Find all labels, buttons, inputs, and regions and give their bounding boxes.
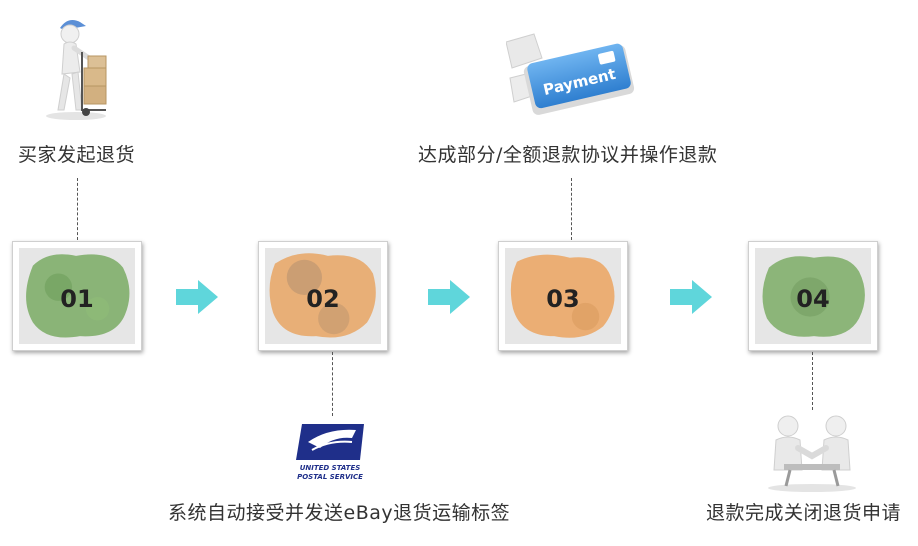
- step-1-card: 01: [12, 241, 142, 351]
- step-4-card: 04: [748, 241, 878, 351]
- step-4-number: 04: [796, 285, 830, 313]
- delivery-person-with-boxes-icon: [40, 12, 112, 122]
- arrow-right-icon: [176, 280, 218, 314]
- arrow-right-icon: [670, 280, 712, 314]
- step-4-label: 退款完成关闭退货申请: [706, 502, 902, 524]
- step-1-number: 01: [60, 285, 94, 313]
- step-2-number: 02: [306, 285, 340, 313]
- usps-logo-icon: UNITED STATES POSTAL SERVICE: [294, 420, 366, 486]
- orange-watercolor-blot: [510, 254, 615, 338]
- orange-watercolor-blot: [269, 253, 376, 338]
- step-3-connector: [571, 178, 572, 240]
- step-1-label: 买家发起退货: [18, 144, 136, 166]
- step-1-connector: [77, 178, 78, 240]
- step-2-card: 02: [258, 241, 388, 351]
- step-2-connector: [332, 352, 333, 416]
- step-3-number: 03: [546, 285, 580, 313]
- usps-line-1: UNITED STATES: [300, 464, 361, 472]
- green-watercolor-blot: [762, 256, 865, 337]
- step-4-connector: [812, 352, 813, 410]
- step-3-card: 03: [498, 241, 628, 351]
- usps-line-2: POSTAL SERVICE: [297, 473, 363, 481]
- handshake-icon: [762, 408, 862, 492]
- step-2-label: 系统自动接受并发送eBay退货运输标签: [168, 502, 511, 524]
- green-watercolor-blot: [26, 254, 130, 338]
- arrow-right-icon: [428, 280, 470, 314]
- payment-key-icon: Payment: [505, 28, 636, 120]
- step-3-label: 达成部分/全额退款协议并操作退款: [418, 144, 718, 166]
